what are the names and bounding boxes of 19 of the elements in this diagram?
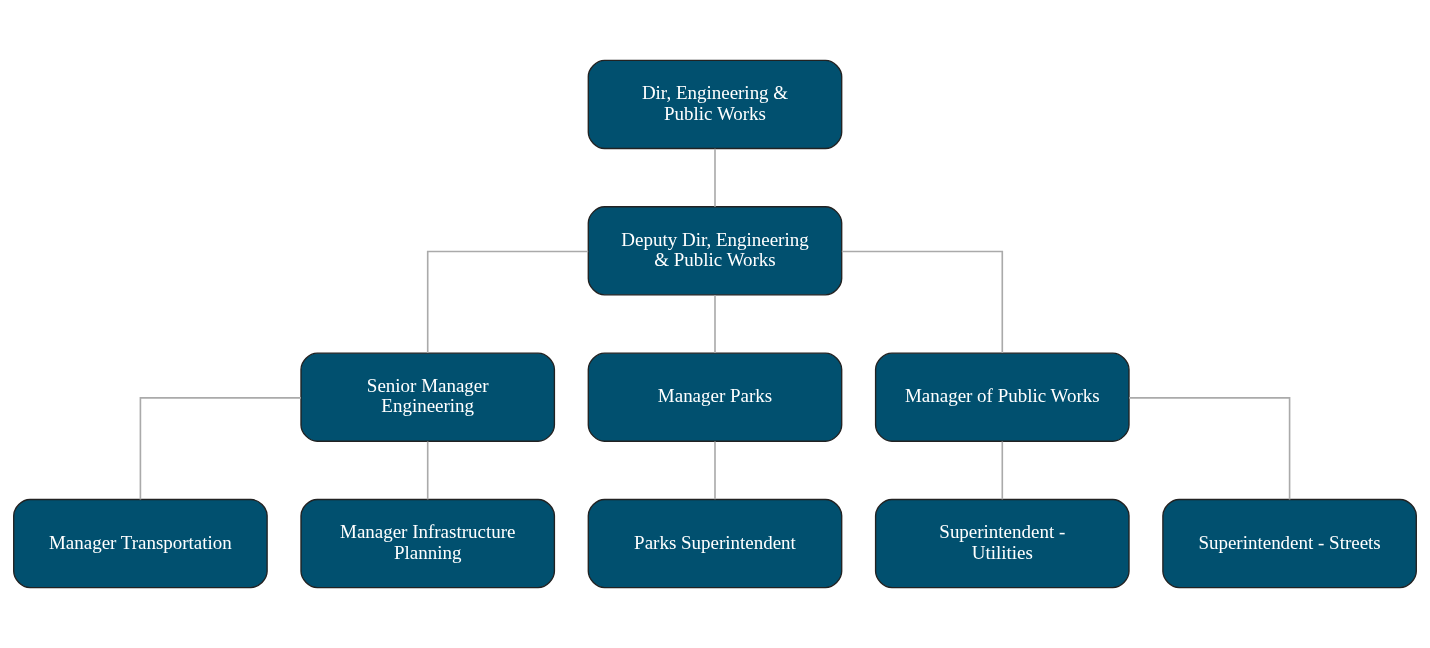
node-box: Manager Parks bbox=[587, 352, 843, 442]
node-box: Dir, Engineering & Public Works bbox=[587, 59, 843, 150]
node-box: Senior Manager Engineering bbox=[300, 352, 556, 442]
connector bbox=[426, 440, 429, 501]
connector bbox=[714, 440, 716, 501]
connector bbox=[1001, 440, 1004, 501]
node-box: Parks Superintendent bbox=[587, 498, 843, 589]
connector bbox=[714, 294, 716, 354]
connector bbox=[139, 397, 302, 501]
connector bbox=[714, 147, 716, 208]
node-box: Manager Transportation bbox=[13, 498, 268, 589]
node-box: Manager of Public Works bbox=[874, 352, 1130, 442]
node-box: Deputy Dir, Engineering & Public Works bbox=[587, 206, 843, 296]
node-box: Superintendent - Utilities bbox=[874, 498, 1130, 589]
node-box: Superintendent - Streets bbox=[1162, 498, 1417, 589]
node-box: Manager Infrastructure Planning bbox=[300, 498, 556, 589]
connector bbox=[426, 250, 589, 354]
connector bbox=[1128, 397, 1291, 501]
connector bbox=[841, 250, 1004, 354]
